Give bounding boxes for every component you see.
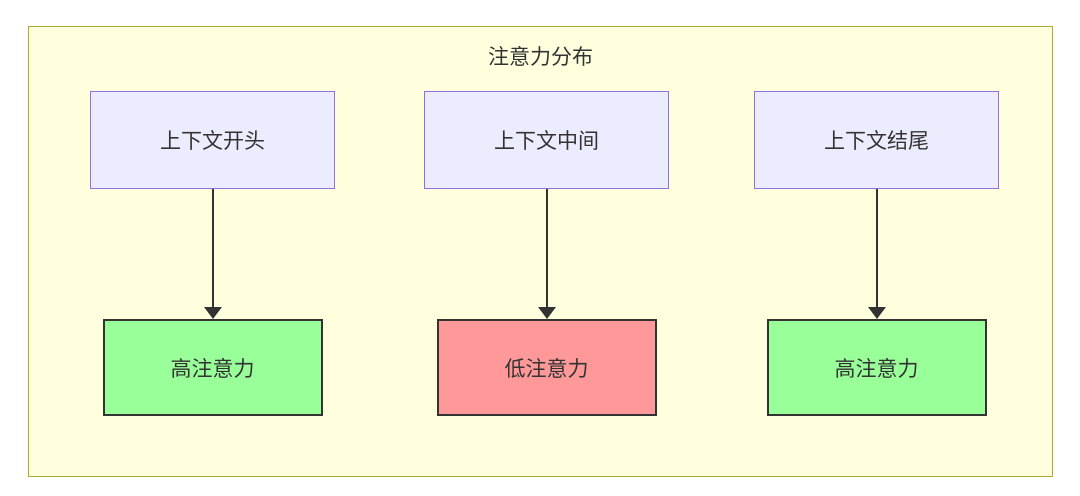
arrow-head-icon [537,307,556,319]
arrow-down [867,189,886,319]
source-node-context-start: 上下文开头 [90,91,335,189]
diagram-title: 注意力分布 [488,46,593,69]
diagram-column-start: 上下文开头 高注意力 [90,91,335,416]
target-node-high-attention: 高注意力 [766,319,987,416]
arrow-head-icon [867,307,886,319]
source-node-label: 上下文结尾 [824,130,929,153]
arrow-line [875,189,878,307]
arrow-head-icon [203,307,222,319]
arrow-line [545,189,548,307]
diagram-column-end: 上下文结尾 高注意力 [754,91,999,416]
attention-distribution-frame: 注意力分布 上下文开头 高注意力 上下文中间 低注意力 上下文结尾 [28,26,1053,477]
target-node-high-attention: 高注意力 [102,319,323,416]
source-node-context-middle: 上下文中间 [424,91,669,189]
source-node-context-end: 上下文结尾 [754,91,999,189]
target-node-label: 高注意力 [834,357,919,381]
arrow-line [211,189,214,307]
source-node-label: 上下文开头 [160,130,265,153]
target-node-label: 低注意力 [504,357,589,381]
arrow-down [537,189,556,319]
target-node-label: 高注意力 [170,357,255,381]
source-node-label: 上下文中间 [494,130,599,153]
arrow-down [203,189,222,319]
target-node-low-attention: 低注意力 [436,319,657,416]
diagram-column-middle: 上下文中间 低注意力 [424,91,669,416]
